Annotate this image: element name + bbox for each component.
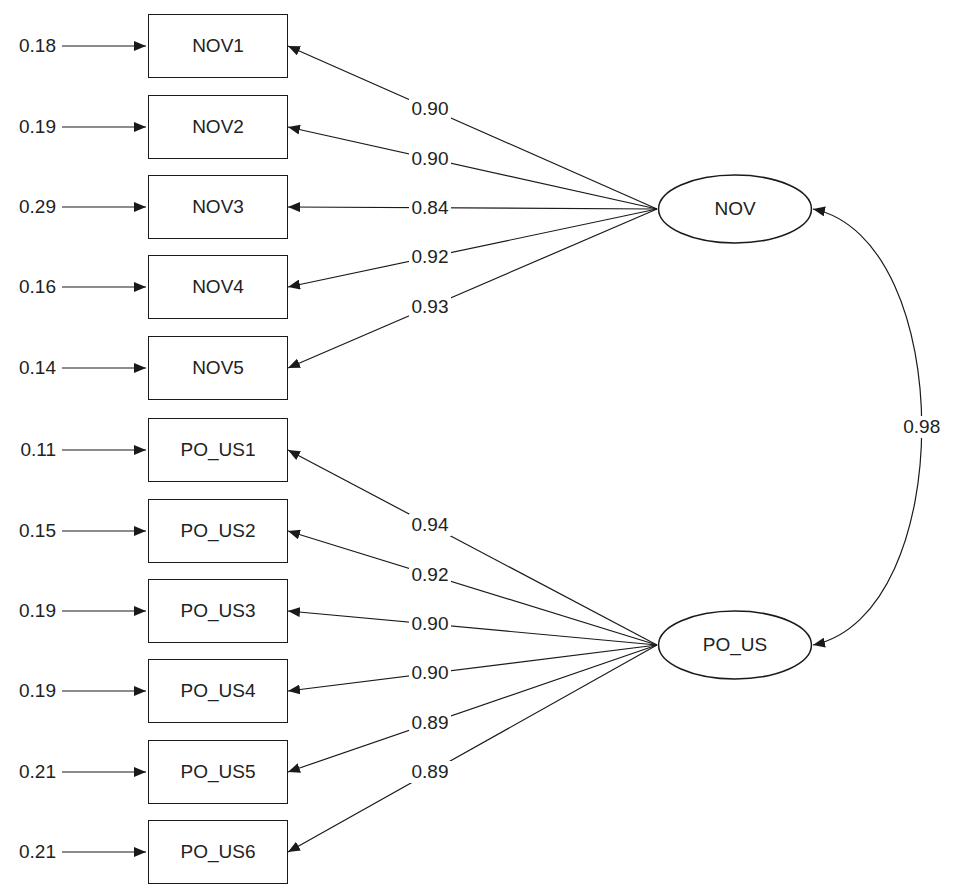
node-label: NOV4 (192, 276, 244, 298)
error-variance: 0.21 (4, 841, 56, 863)
error-arrow (62, 771, 146, 772)
node-label: NOV (714, 198, 755, 220)
node-label: PO_US (703, 634, 767, 656)
indicator-box: NOV4 (148, 255, 288, 319)
error-arrow (62, 530, 146, 531)
error-variance: 0.19 (4, 600, 56, 622)
indicator-box: NOV3 (148, 175, 288, 239)
error-arrow (62, 286, 146, 287)
loading-arrow (288, 127, 657, 209)
loading-arrow (288, 611, 657, 645)
error-variance: 0.16 (4, 276, 56, 298)
loading-arrow (288, 450, 657, 645)
error-variance: 0.21 (4, 761, 56, 783)
error-arrow (62, 45, 146, 46)
indicator-box: PO_US1 (148, 418, 288, 482)
node-label: NOV5 (192, 357, 244, 379)
node-label: PO_US3 (181, 600, 256, 622)
node-label: PO_US4 (181, 680, 256, 702)
loading-arrow (288, 645, 657, 852)
error-arrow (62, 449, 146, 450)
error-variance: 0.19 (4, 116, 56, 138)
node-label: PO_US5 (181, 761, 256, 783)
error-arrow (62, 610, 146, 611)
edge-coefficient: 0.90 (409, 613, 452, 635)
error-variance: 0.29 (4, 196, 56, 218)
node-label: NOV2 (192, 116, 244, 138)
loading-arrow (288, 207, 657, 209)
loading-arrow (288, 209, 657, 368)
loading-arrow (288, 531, 657, 645)
error-arrow (62, 126, 146, 127)
loading-arrow (288, 46, 657, 209)
error-variance: 0.14 (4, 357, 56, 379)
loading-arrow (288, 645, 657, 772)
error-variance: 0.19 (4, 680, 56, 702)
indicator-box: PO_US5 (148, 740, 288, 804)
edge-coefficient: 0.90 (409, 98, 452, 120)
edge-coefficient: 0.92 (409, 246, 452, 268)
edge-coefficient: 0.92 (409, 564, 452, 586)
node-label: PO_US1 (181, 439, 256, 461)
node-label: PO_US6 (181, 841, 256, 863)
edge-coefficient: 0.94 (409, 514, 452, 536)
indicator-box: PO_US3 (148, 579, 288, 643)
edge-coefficient: 0.89 (409, 761, 452, 783)
loading-arrow (288, 645, 657, 691)
indicator-box: PO_US4 (148, 659, 288, 723)
error-arrow (62, 851, 146, 852)
edge-coefficient: 0.84 (409, 197, 452, 219)
indicator-box: PO_US6 (148, 820, 288, 884)
error-arrow (62, 206, 146, 207)
loading-arrow (288, 209, 657, 287)
error-variance: 0.18 (4, 35, 56, 57)
indicator-box: NOV1 (148, 14, 288, 78)
latent-ellipse: PO_US (657, 610, 813, 680)
edge-coefficient: 0.90 (409, 662, 452, 684)
edge-coefficient: 0.98 (900, 416, 943, 438)
indicator-box: PO_US2 (148, 499, 288, 563)
error-variance: 0.15 (4, 520, 56, 542)
node-label: NOV3 (192, 196, 244, 218)
latent-ellipse: NOV (657, 174, 813, 244)
error-arrow (62, 367, 146, 368)
edge-coefficient: 0.90 (409, 148, 452, 170)
indicator-box: NOV2 (148, 95, 288, 159)
indicator-box: NOV5 (148, 336, 288, 400)
edge-coefficient: 0.93 (409, 296, 452, 318)
edge-coefficient: 0.89 (409, 712, 452, 734)
error-arrow (62, 690, 146, 691)
error-variance: 0.11 (4, 439, 56, 461)
node-label: PO_US2 (181, 520, 256, 542)
node-label: NOV1 (192, 35, 244, 57)
